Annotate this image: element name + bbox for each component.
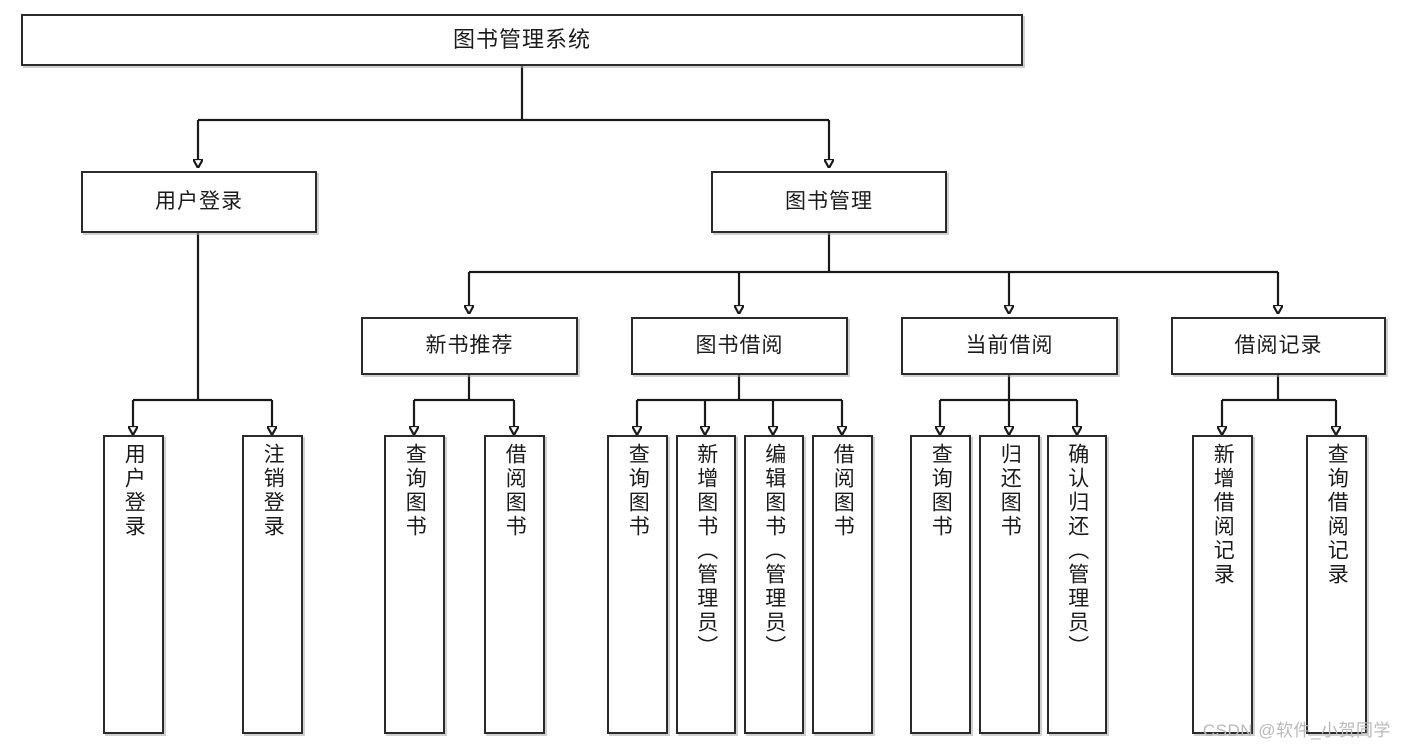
node-current-borrow-label: 当前借阅: [965, 333, 1054, 357]
node-new-book-recommend-label: 新书推荐: [425, 333, 514, 357]
node-leaf-logout[interactable]: 注销登录: [242, 435, 303, 734]
node-leaf-borrow-book-2-label: 借阅图书: [831, 443, 855, 539]
node-leaf-edit-book-label: 编辑图书（管理员）: [762, 443, 786, 659]
node-borrow-record-label: 借阅记录: [1234, 333, 1323, 357]
node-leaf-query-book-1[interactable]: 查询图书: [384, 435, 445, 734]
node-leaf-edit-book[interactable]: 编辑图书（管理员）: [744, 435, 804, 734]
node-leaf-borrow-book-1-label: 借阅图书: [503, 443, 527, 539]
node-leaf-query-record[interactable]: 查询借阅记录: [1306, 435, 1367, 734]
node-leaf-return-book-label: 归还图书: [998, 443, 1022, 539]
node-leaf-query-book-1-label: 查询图书: [403, 443, 427, 539]
node-leaf-query-book-2-label: 查询图书: [626, 443, 650, 539]
node-user-login[interactable]: 用户登录: [81, 171, 317, 233]
node-book-borrow-label: 图书借阅: [695, 333, 784, 357]
node-borrow-record[interactable]: 借阅记录: [1171, 317, 1386, 375]
node-root[interactable]: 图书管理系统: [21, 14, 1023, 66]
node-leaf-logout-label: 注销登录: [261, 443, 285, 539]
node-leaf-query-book-3-label: 查询图书: [929, 443, 953, 539]
node-leaf-add-book-label: 新增图书（管理员）: [694, 443, 718, 659]
node-leaf-user-login-label: 用户登录: [122, 443, 146, 539]
node-current-borrow[interactable]: 当前借阅: [901, 317, 1118, 375]
node-leaf-query-book-3[interactable]: 查询图书: [910, 435, 971, 734]
node-leaf-add-book[interactable]: 新增图书（管理员）: [676, 435, 736, 734]
node-leaf-query-book-2[interactable]: 查询图书: [607, 435, 668, 734]
node-leaf-user-login[interactable]: 用户登录: [103, 435, 164, 734]
node-leaf-confirm-return[interactable]: 确认归还（管理员）: [1047, 435, 1107, 734]
node-leaf-borrow-book-1[interactable]: 借阅图书: [484, 435, 545, 734]
node-book-manage[interactable]: 图书管理: [711, 171, 947, 233]
node-leaf-add-record-label: 新增借阅记录: [1211, 443, 1235, 587]
node-new-book-recommend[interactable]: 新书推荐: [361, 317, 578, 375]
node-book-manage-label: 图书管理: [785, 189, 873, 213]
node-leaf-add-record[interactable]: 新增借阅记录: [1192, 435, 1253, 734]
node-book-borrow[interactable]: 图书借阅: [631, 317, 848, 375]
node-leaf-confirm-return-label: 确认归还（管理员）: [1065, 443, 1089, 659]
node-leaf-return-book[interactable]: 归还图书: [979, 435, 1040, 734]
watermark: CSDN @软件_小贺同学: [1202, 721, 1391, 740]
node-root-label: 图书管理系统: [452, 27, 591, 53]
node-leaf-borrow-book-2[interactable]: 借阅图书: [812, 435, 873, 734]
node-user-login-label: 用户登录: [155, 189, 243, 213]
node-leaf-query-record-label: 查询借阅记录: [1325, 443, 1349, 587]
